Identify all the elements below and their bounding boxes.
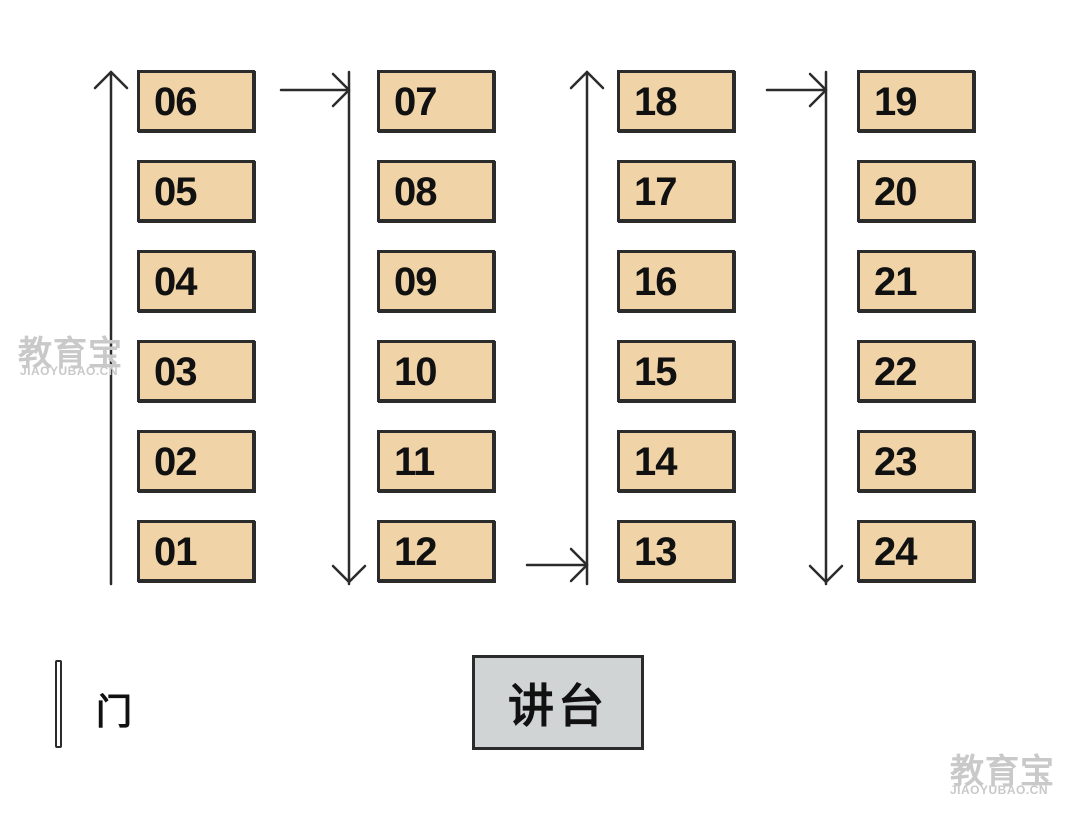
seat-17: 17 <box>617 160 735 222</box>
seat-number: 02 <box>154 440 197 484</box>
podium-label: 讲台 <box>508 678 608 733</box>
seat-number: 09 <box>394 260 437 304</box>
seat-14: 14 <box>617 430 735 492</box>
seat-23: 23 <box>857 430 975 492</box>
seat-number: 04 <box>154 260 197 304</box>
door-label: 门 <box>96 692 133 733</box>
seat-number: 20 <box>874 170 917 214</box>
watermark-text: 教育宝 <box>950 752 1055 792</box>
seat-number: 21 <box>874 260 917 304</box>
door-icon <box>55 660 62 748</box>
seat-number: 24 <box>874 530 917 574</box>
seat-16: 16 <box>617 250 735 312</box>
arrowhead-icon <box>569 547 589 583</box>
seat-03: 03 <box>137 340 255 402</box>
arrowhead-icon <box>331 564 367 584</box>
seat-number: 15 <box>634 350 677 394</box>
seat-11: 11 <box>377 430 495 492</box>
arrowhead-icon <box>331 72 351 108</box>
seat-13: 13 <box>617 520 735 582</box>
seat-06: 06 <box>137 70 255 132</box>
seat-07: 07 <box>377 70 495 132</box>
seat-number: 16 <box>634 260 677 304</box>
seat-20: 20 <box>857 160 975 222</box>
seat-number: 12 <box>394 530 437 574</box>
seat-number: 03 <box>154 350 197 394</box>
watermark-subtext: JIAOYUBAO.CN <box>950 783 1049 797</box>
seat-19: 19 <box>857 70 975 132</box>
seat-number: 22 <box>874 350 917 394</box>
seat-number: 10 <box>394 350 437 394</box>
seat-number: 06 <box>154 80 197 124</box>
seat-21: 21 <box>857 250 975 312</box>
podium: 讲台 <box>472 655 644 750</box>
seat-number: 07 <box>394 80 437 124</box>
seat-24: 24 <box>857 520 975 582</box>
seat-22: 22 <box>857 340 975 402</box>
seat-08: 08 <box>377 160 495 222</box>
arrowhead-icon <box>569 70 605 90</box>
arrowhead-icon <box>808 564 844 584</box>
seat-15: 15 <box>617 340 735 402</box>
seat-05: 05 <box>137 160 255 222</box>
seat-number: 19 <box>874 80 917 124</box>
seat-04: 04 <box>137 250 255 312</box>
seat-number: 01 <box>154 530 197 574</box>
seat-number: 14 <box>634 440 677 484</box>
seat-01: 01 <box>137 520 255 582</box>
seat-number: 17 <box>634 170 677 214</box>
seat-number: 11 <box>394 440 435 484</box>
seat-02: 02 <box>137 430 255 492</box>
seat-09: 09 <box>377 250 495 312</box>
seat-number: 18 <box>634 80 677 124</box>
seat-number: 05 <box>154 170 197 214</box>
seat-number: 08 <box>394 170 437 214</box>
seat-number: 13 <box>634 530 677 574</box>
arrowhead-icon <box>93 70 129 90</box>
watermark-subtext: JIAOYUBAO.CN <box>20 364 119 378</box>
seat-12: 12 <box>377 520 495 582</box>
arrowhead-icon <box>808 72 828 108</box>
seat-number: 23 <box>874 440 917 484</box>
seat-18: 18 <box>617 70 735 132</box>
watermark-text: 教育宝 <box>18 334 123 374</box>
seat-10: 10 <box>377 340 495 402</box>
